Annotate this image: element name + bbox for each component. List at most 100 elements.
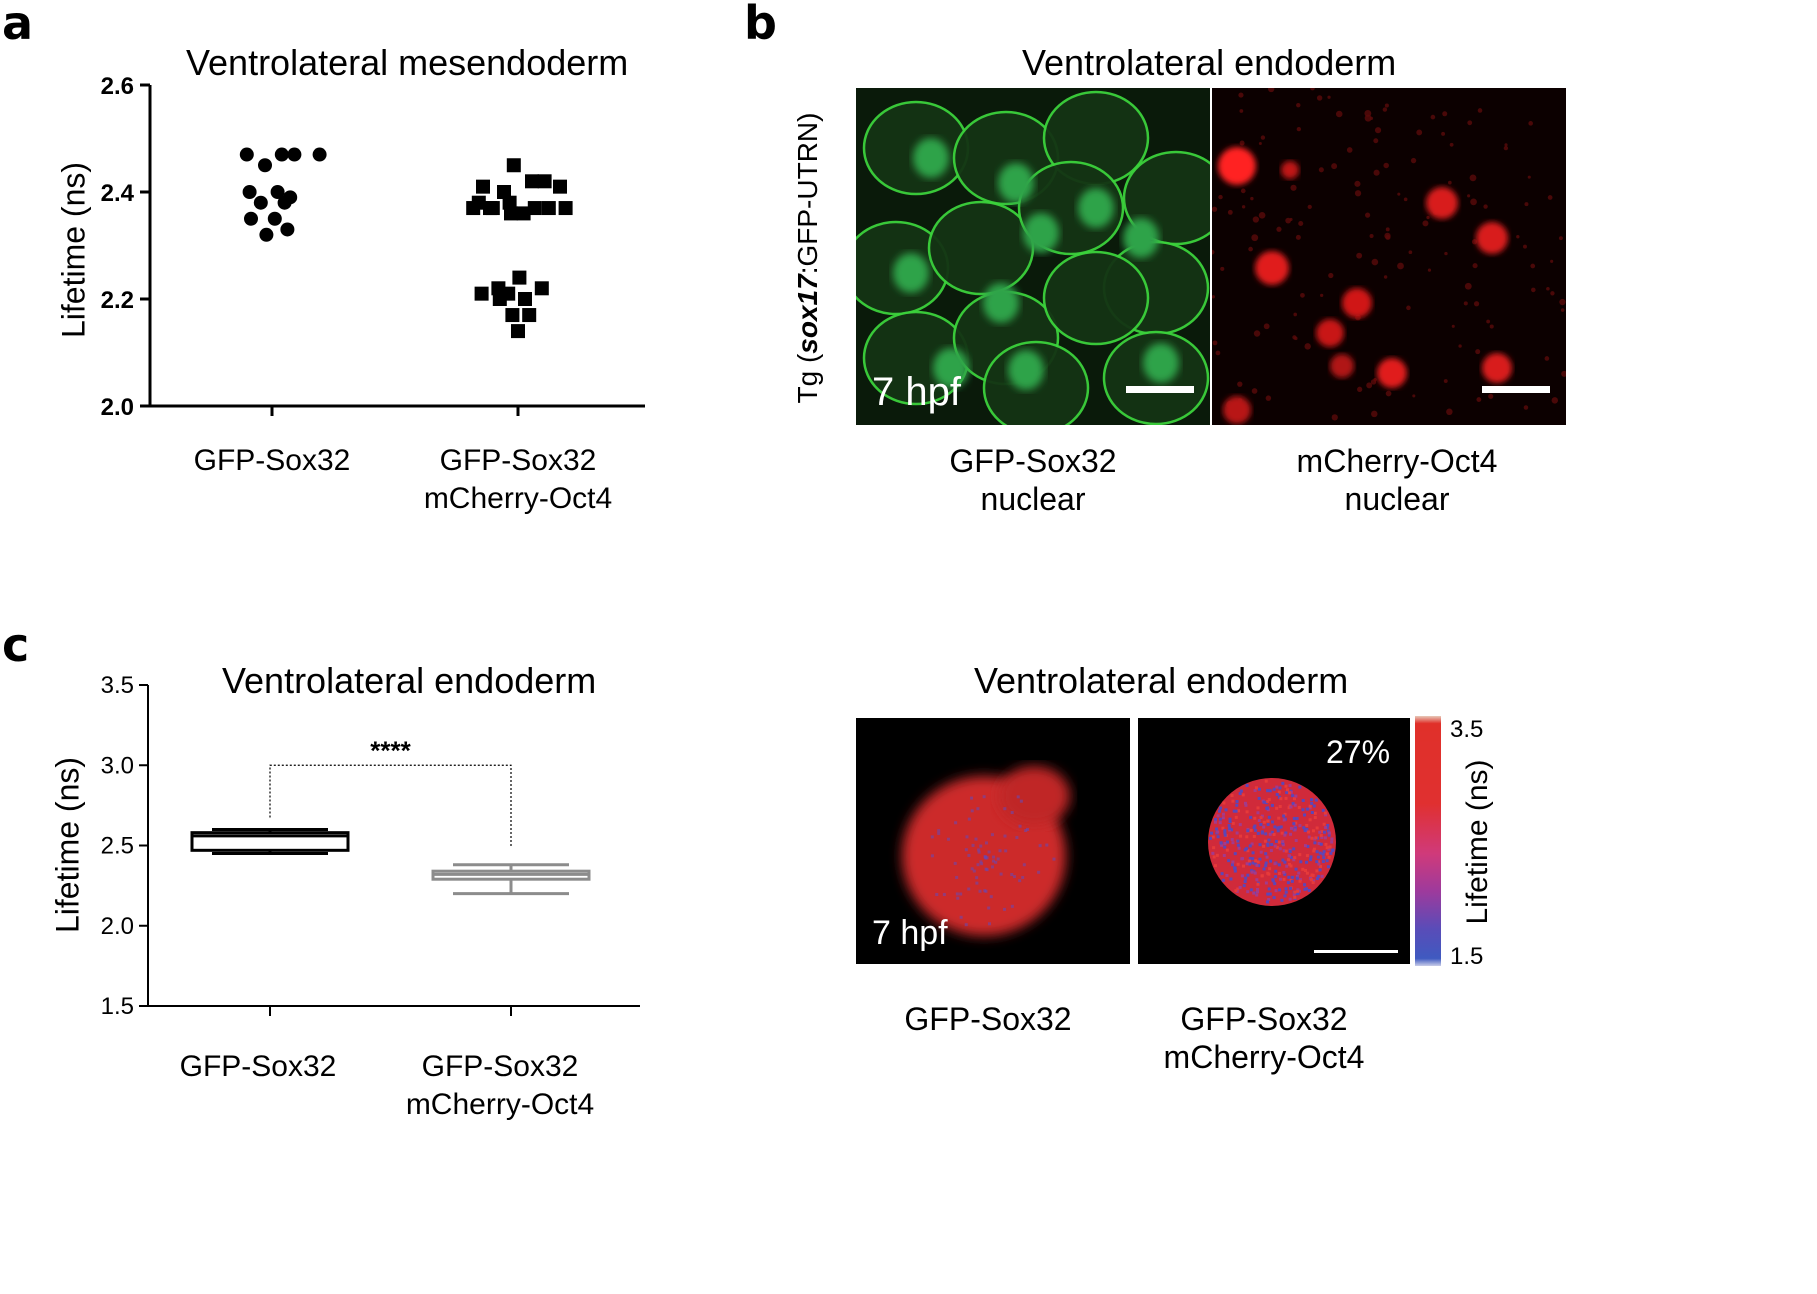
flim-pixel — [1015, 836, 1019, 840]
mcherry-speckle — [1397, 192, 1401, 196]
flim-pixel — [1308, 818, 1312, 822]
mcherry-speckle — [1318, 167, 1324, 173]
flim-pixel — [1293, 803, 1297, 807]
flim-pixel — [1233, 866, 1237, 870]
mcherry-speckle — [1476, 397, 1482, 402]
flim-pixel — [1239, 834, 1243, 838]
y-tick-label: 3.0 — [101, 752, 134, 779]
mcherry-speckle — [1354, 180, 1361, 187]
flim-pixel — [1317, 862, 1321, 866]
flim-pixel — [1245, 862, 1249, 866]
gfp-nucleus — [933, 348, 969, 388]
flim-pixel — [1252, 825, 1256, 829]
flim-image-sox32-oct4: 27% — [1138, 718, 1410, 964]
mcherry-speckle — [1239, 109, 1244, 113]
flim-pixel — [1289, 790, 1293, 794]
flim-pixel — [1208, 836, 1212, 840]
flim-pixel — [1324, 842, 1328, 846]
mcherry-speckle — [1458, 344, 1462, 348]
flim-pixel — [977, 850, 981, 854]
mcherry-speckle — [1212, 340, 1218, 346]
mcherry-speckle — [1451, 324, 1455, 328]
flim-pixel — [1018, 879, 1022, 883]
flim-pixel — [967, 887, 971, 891]
data-point-circle — [253, 195, 268, 210]
mcherry-speckle — [1293, 312, 1298, 317]
flim-pixel — [1292, 847, 1296, 851]
mcherry-speckle — [1252, 216, 1260, 223]
flim-pixel — [1254, 859, 1258, 863]
flim-pixel — [1329, 851, 1333, 855]
flim-pixel — [964, 923, 968, 927]
flim-pixel — [1298, 853, 1302, 857]
flim-pixel — [1294, 794, 1298, 798]
flim-pixel — [1003, 834, 1007, 838]
flim-pixel — [1318, 851, 1322, 855]
flim-pixel — [980, 862, 984, 866]
mcherry-nucleus — [1316, 319, 1344, 347]
mcherry-speckle — [1408, 250, 1413, 255]
flim-pixel — [1256, 882, 1260, 886]
mcherry-speckle — [1300, 292, 1305, 298]
flim-pixel — [1270, 842, 1274, 846]
flim-pixel — [1267, 838, 1271, 842]
flim-pixel — [1256, 888, 1260, 892]
mcherry-nucleus — [1377, 358, 1407, 388]
mcherry-speckle — [1320, 293, 1324, 298]
flim-pixel — [1294, 826, 1298, 830]
y-tick-label: 3.5 — [101, 672, 134, 699]
data-point-square — [471, 195, 486, 210]
mcherry-micrograph — [1212, 88, 1566, 425]
flim-pixel — [1266, 819, 1270, 823]
mcherry-speckle — [1467, 120, 1473, 126]
mcherry-speckle — [1346, 147, 1353, 153]
flim-pixel — [975, 876, 979, 880]
flim-pixel — [1256, 860, 1260, 864]
flim-pixel — [1245, 783, 1249, 787]
flim-pixel — [1249, 888, 1253, 892]
mcherry-speckle — [1463, 301, 1468, 306]
chart-c-cat-0: GFP-Sox32 — [179, 1050, 337, 1083]
flim-pixel — [1268, 892, 1272, 896]
mcherry-speckle — [1385, 390, 1392, 397]
flim-pixel — [1308, 804, 1312, 808]
flim-pixel — [1293, 890, 1297, 894]
flim-pixel — [1278, 804, 1282, 808]
flim-pixel — [1295, 874, 1299, 878]
flim-pixel — [979, 860, 983, 864]
mcherry-speckle — [1544, 356, 1550, 361]
flim-pixel — [1010, 904, 1014, 908]
mcherry-speckle — [1238, 92, 1244, 98]
flim-pixel — [1326, 829, 1330, 833]
flim-pixel — [1323, 836, 1327, 840]
mcherry-speckle — [1561, 370, 1566, 377]
flim-pixel — [1276, 829, 1280, 833]
mcherry-speckle — [1295, 234, 1301, 240]
flim-pixel — [1286, 788, 1290, 792]
flim-pixel — [1327, 847, 1331, 851]
panel-c-right-title: Ventrolateral endoderm — [974, 660, 1349, 701]
flim-pixel — [1275, 793, 1279, 797]
flim-pixel — [1306, 844, 1310, 848]
mcherry-speckle — [1220, 266, 1225, 271]
flim-pixel — [1211, 835, 1215, 839]
mcherry-speckle — [1369, 234, 1374, 239]
flim-pixel — [942, 893, 946, 897]
flim-pixel — [1289, 855, 1293, 859]
flim-pixel — [1283, 872, 1287, 876]
flim-pixel — [1257, 796, 1261, 800]
flim-pixel — [1286, 881, 1290, 885]
flim-pixel — [1302, 826, 1306, 830]
flim-pixel — [1231, 821, 1235, 825]
data-point-square — [485, 201, 500, 216]
flim-pixel — [1287, 806, 1291, 810]
flim-pixel — [1273, 844, 1277, 848]
flim-pixel — [1282, 849, 1286, 853]
flim-pixel — [1312, 849, 1316, 853]
data-point-square — [497, 185, 511, 199]
flim-pixel — [1240, 857, 1244, 861]
flim-pixel — [1230, 863, 1234, 867]
mcherry-speckle — [1258, 141, 1262, 145]
flim-pixel — [1295, 876, 1299, 880]
flim-pixel — [1218, 809, 1222, 813]
